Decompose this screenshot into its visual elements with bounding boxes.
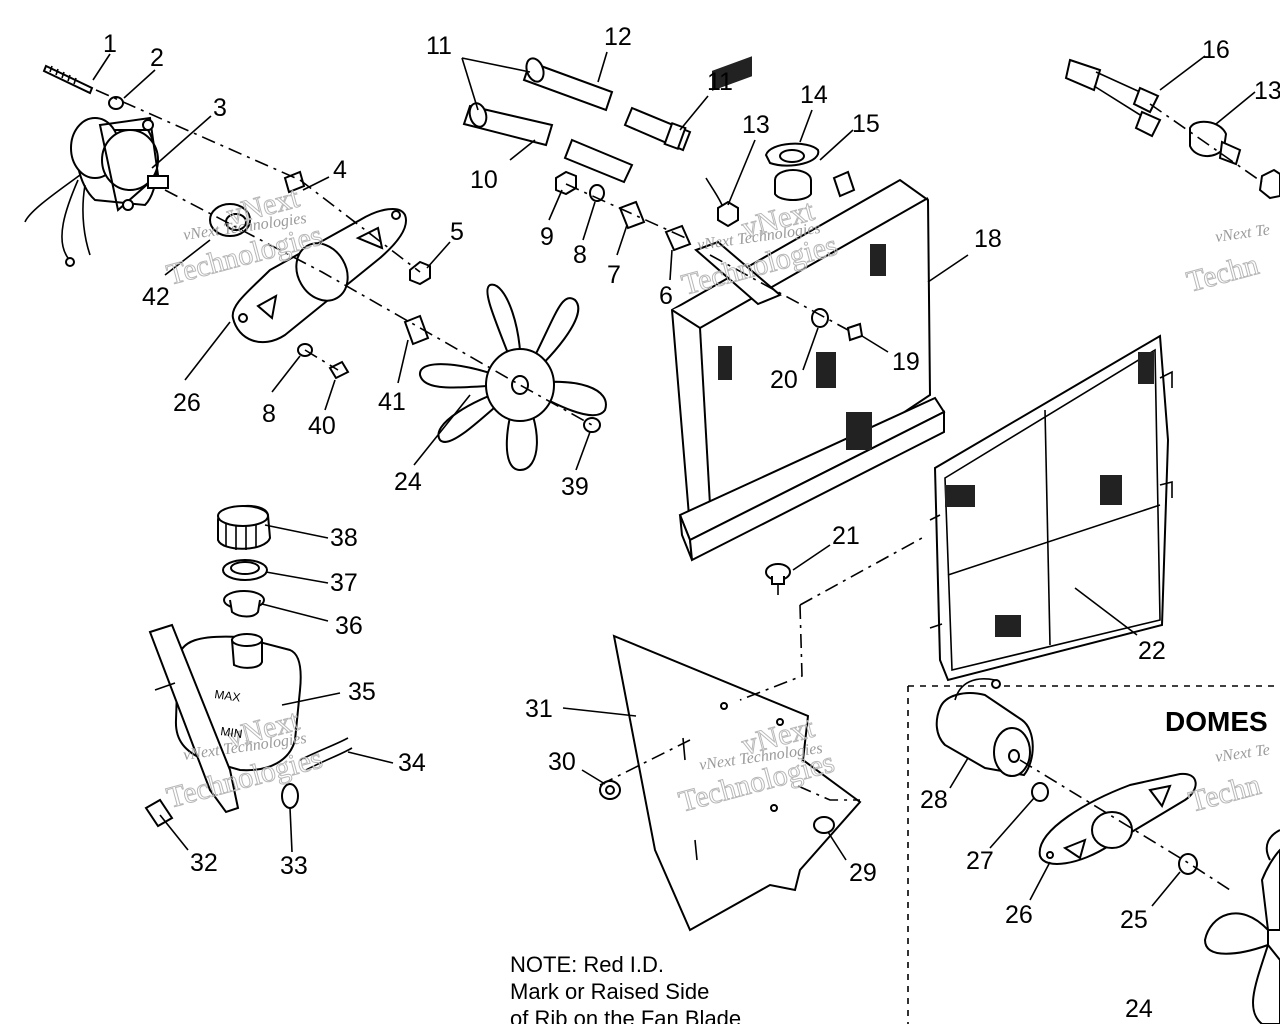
tank-max-mark: MAX bbox=[214, 687, 242, 704]
callout-11b: 11 bbox=[707, 68, 733, 96]
note-line-3: of Rib on the Fan Blade bbox=[510, 1006, 741, 1024]
callout-18: 18 bbox=[974, 225, 1002, 253]
callout-37: 37 bbox=[330, 569, 358, 597]
callout-41: 41 bbox=[378, 388, 406, 416]
callout-6: 6 bbox=[659, 282, 673, 310]
fan-motor-assembly bbox=[24, 64, 431, 286]
callout-2: 2 bbox=[150, 44, 164, 72]
assembly-centerlines bbox=[95, 89, 1263, 891]
callout-20: 20 bbox=[770, 366, 798, 394]
callout-34: 34 bbox=[398, 749, 426, 777]
callout-14: 14 bbox=[800, 81, 828, 109]
leader-lines bbox=[92, 51, 1256, 907]
callout-22: 22 bbox=[1138, 637, 1166, 665]
callout-26b: 26 bbox=[1005, 901, 1033, 929]
callout-9: 9 bbox=[540, 223, 554, 251]
watermark-large-5: Techn bbox=[1183, 248, 1262, 299]
screen-22 bbox=[929, 334, 1173, 682]
callout-13b: 13 bbox=[1254, 77, 1280, 105]
domestic-inset bbox=[907, 678, 1280, 1024]
callout-12: 12 bbox=[604, 23, 632, 51]
callout-11a: 11 bbox=[426, 32, 452, 60]
callout-16: 16 bbox=[1202, 36, 1230, 64]
callout-10: 10 bbox=[470, 166, 498, 194]
callout-24a: 24 bbox=[394, 468, 422, 496]
callout-38: 38 bbox=[330, 524, 358, 552]
callout-40: 40 bbox=[308, 412, 336, 440]
callout-13a: 13 bbox=[742, 111, 770, 139]
callout-24b: 24 bbox=[1125, 995, 1153, 1023]
tank-min-mark: MIN bbox=[220, 724, 244, 741]
callout-31: 31 bbox=[525, 695, 553, 723]
callout-35: 35 bbox=[348, 678, 376, 706]
callout-39: 39 bbox=[561, 473, 589, 501]
callout-8a: 8 bbox=[262, 400, 276, 428]
callout-29: 29 bbox=[849, 859, 877, 887]
callout-4: 4 bbox=[333, 156, 347, 184]
callout-21: 21 bbox=[832, 522, 860, 550]
grommet-21 bbox=[765, 563, 791, 595]
callout-32: 32 bbox=[190, 849, 218, 877]
watermark-large-6: Techn bbox=[1185, 768, 1264, 819]
temp-sensor-13 bbox=[1064, 58, 1280, 200]
callout-33: 33 bbox=[280, 852, 308, 880]
callout-26a: 26 bbox=[173, 389, 201, 417]
note-block: NOTE: Red I.D. Mark or Raised Side of Ri… bbox=[510, 952, 741, 1024]
fan-blade-24 bbox=[418, 283, 607, 472]
domestic-title: DOMES bbox=[1165, 706, 1268, 737]
watermark-small-5: vNext Te bbox=[1214, 221, 1271, 245]
callout-25: 25 bbox=[1120, 906, 1148, 934]
callout-19: 19 bbox=[892, 348, 920, 376]
callout-1: 1 bbox=[103, 30, 117, 58]
callout-28: 28 bbox=[920, 786, 948, 814]
note-line-2: Mark or Raised Side bbox=[510, 979, 709, 1004]
shroud-31 bbox=[599, 634, 862, 932]
callout-3: 3 bbox=[213, 94, 227, 122]
radiator-18 bbox=[670, 56, 946, 562]
callout-27: 27 bbox=[966, 847, 994, 875]
callout-numbers: 1 2 3 4 5 42 26 8 40 41 24 39 11 12 10 1… bbox=[103, 23, 1280, 1023]
callout-5: 5 bbox=[450, 218, 464, 246]
callout-7: 7 bbox=[607, 261, 621, 289]
hoses-group bbox=[462, 57, 739, 252]
washer-2 bbox=[108, 96, 124, 110]
callout-36: 36 bbox=[335, 612, 363, 640]
note-line-1: NOTE: Red I.D. bbox=[510, 952, 664, 977]
callout-8b: 8 bbox=[573, 241, 587, 269]
overflow-tank-assembly bbox=[144, 504, 353, 828]
callout-30: 30 bbox=[548, 748, 576, 776]
watermark-small-6: vNext Te bbox=[1214, 741, 1271, 765]
callout-15: 15 bbox=[852, 110, 880, 138]
callout-42: 42 bbox=[142, 283, 170, 311]
